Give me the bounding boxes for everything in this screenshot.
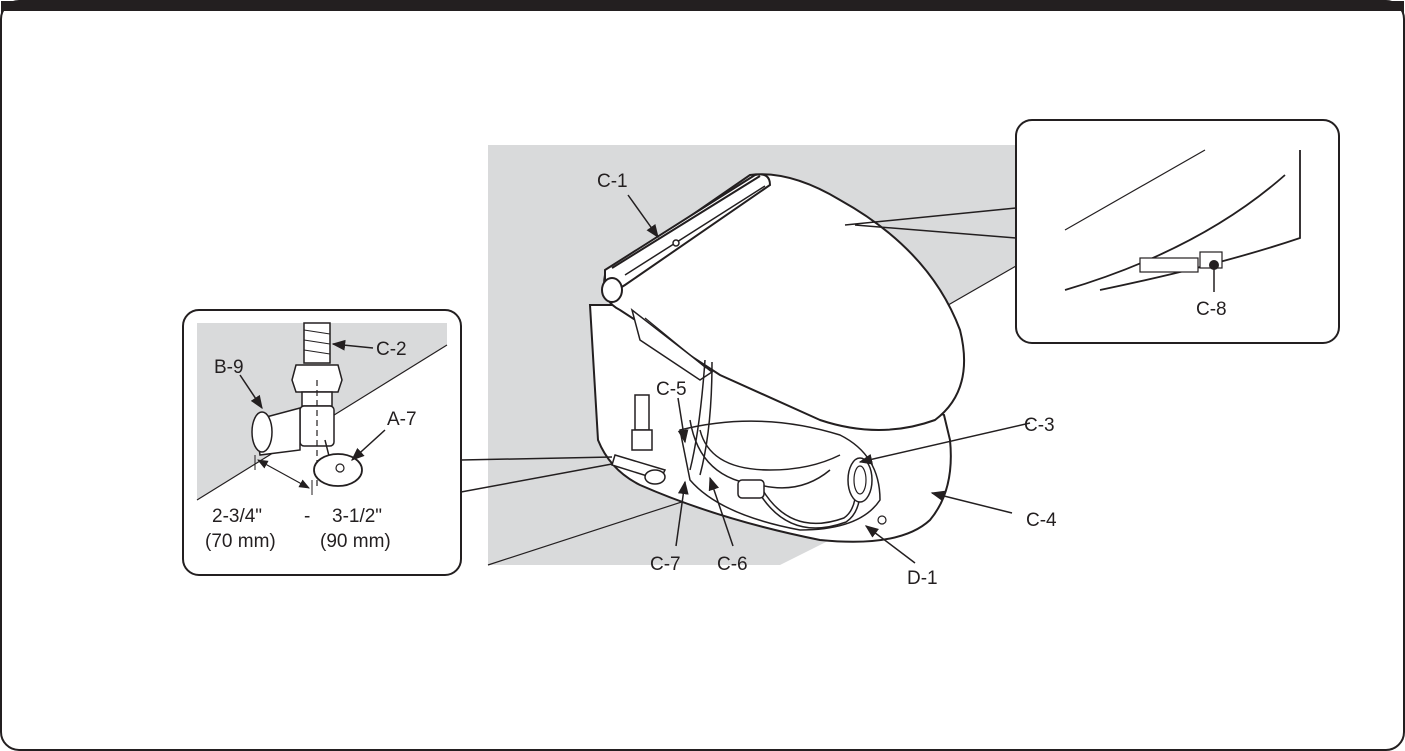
base-opening	[679, 420, 881, 531]
label-c5: C-5	[656, 379, 687, 400]
hinge-knob	[601, 277, 623, 303]
label-c1: C-1	[597, 171, 628, 192]
label-d1: D-1	[907, 568, 938, 589]
label-a7: A-7	[387, 409, 417, 430]
header-bar-band	[1, 1, 1404, 11]
dimension-max-mm: (90 mm)	[320, 531, 391, 552]
leader-lines	[239, 194, 1031, 564]
label-c4: C-4	[1026, 510, 1057, 531]
zoom-line	[460, 456, 613, 461]
label-c7: C-7	[650, 554, 681, 575]
dimension-max-in: 3-1/2"	[332, 506, 382, 527]
dimension-min-mm: (70 mm)	[205, 531, 276, 552]
dimension-min-in: 2-3/4"	[212, 506, 262, 527]
label-c6: C-6	[717, 554, 748, 575]
inset-seat-detail	[1015, 119, 1340, 344]
label-c8: C-8	[1196, 299, 1227, 320]
inset-valve-detail	[182, 309, 462, 576]
zoom-line	[854, 224, 1017, 239]
zoom-line	[460, 463, 613, 493]
dimension-dash: -	[304, 506, 310, 527]
label-c3: C-3	[1024, 415, 1055, 436]
label-c2: C-2	[376, 339, 407, 360]
zoom-line	[844, 207, 1017, 226]
label-b9: B-9	[214, 357, 244, 378]
